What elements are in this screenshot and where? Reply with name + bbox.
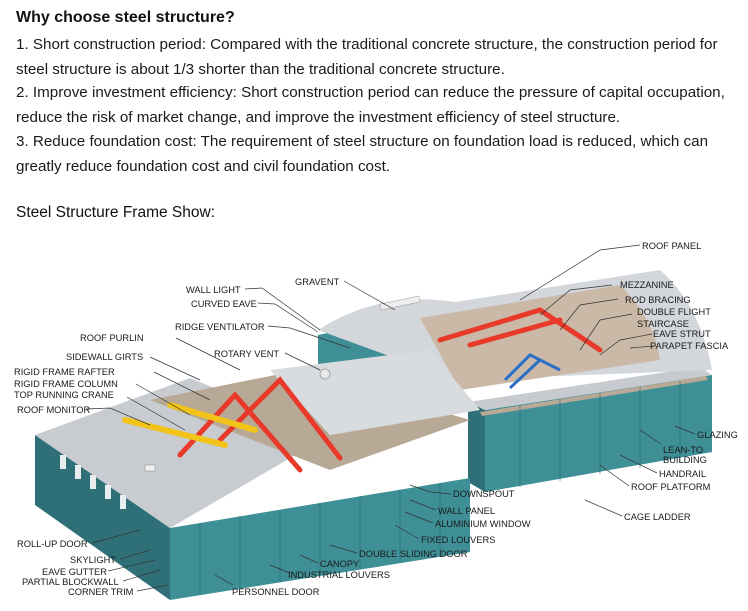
page-heading: Why choose steel structure? [16, 9, 235, 26]
label-rigid-frame-rafter: RIGID FRAME RAFTER [14, 367, 115, 377]
label-fixed-louvers: FIXED LOUVERS [421, 535, 495, 545]
label-roll-up-door: ROLL-UP DOOR [17, 539, 88, 549]
label-eave-gutter: EAVE GUTTER [42, 567, 107, 577]
double-flight-staircase [503, 353, 561, 390]
label-roof-purlin: ROOF PURLIN [80, 333, 144, 343]
label-wall-panel: WALL PANEL [438, 506, 495, 516]
label-eave-strut: EAVE STRUT [653, 329, 711, 339]
leader-lines [85, 244, 696, 592]
label-rod-bracing: ROD BRACING [625, 295, 691, 305]
steel-frame-diagram: ROOF PANEL GRAVENT WALL LIGHT CURVED EAV… [14, 241, 738, 600]
label-partial-blockwall: PARTIAL BLOCKWALL [22, 577, 119, 587]
lean-to-floor [480, 376, 708, 416]
benefit-point-3: 3. Reduce foundation cost: The requireme… [16, 133, 709, 175]
label-downspout: DOWNSPOUT [453, 489, 515, 499]
diagram-labels: ROOF PANEL GRAVENT WALL LIGHT CURVED EAV… [14, 241, 738, 597]
label-roof-platform: ROOF PLATFORM [631, 482, 710, 492]
label-glazing: GLAZING [697, 430, 738, 440]
lean-to-roof [468, 367, 712, 410]
benefit-point-1: 1. Short construction period: Compared w… [16, 36, 718, 78]
label-rigid-frame-column: RIGID FRAME COLUMN [14, 379, 118, 389]
label-wall-light: WALL LIGHT [186, 285, 241, 295]
label-staircase: STAIRCASE [637, 319, 689, 329]
label-roof-monitor: ROOF MONITOR [17, 405, 90, 415]
label-skylight: SKYLIGHT [70, 555, 116, 565]
label-lean-to: LEAN-TO [663, 445, 703, 455]
label-sidewall-girts: SIDEWALL GIRTS [66, 352, 143, 362]
label-double-sliding-door: DOUBLE SLIDING DOOR [359, 549, 468, 559]
rigid-frames [177, 307, 603, 473]
lower-building-end-wall [35, 435, 170, 600]
skylight [144, 464, 156, 472]
label-double-flight: DOUBLE FLIGHT [637, 307, 711, 317]
label-canopy: CANOPY [320, 559, 359, 569]
top-running-crane [122, 402, 258, 448]
label-gravent: GRAVENT [295, 277, 340, 287]
main-building-interior [420, 285, 660, 390]
label-mezzanine: MEZZANINE [620, 280, 674, 290]
label-parapet-fascia: PARAPET FASCIA [650, 341, 729, 351]
label-ridge-ventilator: RIDGE VENTILATOR [175, 322, 265, 332]
label-personnel-door: PERSONNEL DOOR [232, 587, 320, 597]
label-industrial-louvers: INDUSTRIAL LOUVERS [288, 570, 390, 580]
label-top-running-crane: TOP RUNNING CRANE [14, 390, 114, 400]
rotary-vent [319, 368, 331, 380]
benefit-point-2: 2. Improve investment efficiency: Short … [16, 84, 725, 126]
label-roof-panel: ROOF PANEL [642, 241, 701, 251]
label-curved-eave: CURVED EAVE [191, 299, 257, 309]
label-building: BUILDING [663, 455, 707, 465]
label-rotary-vent: ROTARY VENT [214, 349, 279, 359]
label-cage-ladder: CAGE LADDER [624, 512, 691, 522]
lean-to-end-wall [468, 402, 485, 492]
ridge-ventilator [379, 295, 421, 311]
label-handrail: HANDRAIL [659, 469, 706, 479]
label-aluminium-window: ALUMINIUM WINDOW [435, 519, 531, 529]
label-corner-trim: CORNER TRIM [68, 587, 133, 597]
frame-heading: Steel Structure Frame Show: [16, 204, 215, 221]
building-illustration [35, 270, 712, 600]
